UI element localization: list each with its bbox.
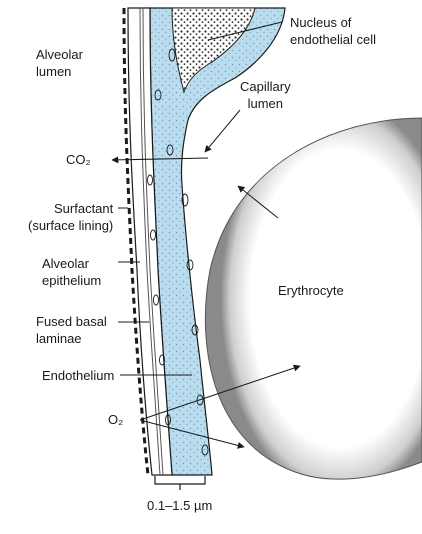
alveolar-lumen-label: Alveolar lumen (36, 46, 83, 80)
capillary-lumen-line-2: lumen (247, 96, 283, 111)
erythrocyte-cell (204, 117, 422, 480)
basal-laminae-line-2: laminae (36, 331, 82, 346)
basal-laminae-line-1: Fused basal (36, 314, 107, 329)
alveolar-epithelium-line-2: epithelium (42, 273, 102, 288)
scale-bracket (154, 476, 206, 490)
alveolar-epithelium-label: Alveolar epithelium (42, 255, 101, 289)
co2-label: CO₂ (66, 152, 91, 167)
endothelium-label: Endothelium (42, 368, 115, 383)
surfactant-label: Surfactant (surface lining) (28, 200, 113, 234)
capillary-lumen-line-1: Capillary (240, 79, 291, 94)
basal-laminae-label: Fused basal laminae (36, 313, 107, 347)
nucleus-label: Nucleus of endothelial cell (290, 14, 376, 48)
surfactant-line-2: (surface lining) (28, 218, 114, 233)
alveolar-epithelium-line-1: Alveolar (42, 256, 89, 271)
surfactant-line-1: Surfactant (54, 201, 114, 216)
nucleus-line-1: Nucleus of (290, 15, 352, 30)
scale-label: 0.1–1.5 µm (147, 498, 213, 513)
nucleus-leader (207, 21, 283, 41)
surfactant-lining (122, 7, 150, 476)
co2-arrow-diagonal (237, 185, 279, 219)
o2-arrow-upper (139, 364, 301, 421)
capillary-lumen-leader (204, 109, 241, 153)
co2-arrow (111, 156, 209, 164)
alveolar-lumen-line-2: lumen (36, 64, 72, 79)
o2-label: O₂ (108, 412, 124, 427)
o2-arrow-lower (139, 419, 245, 449)
capillary-lumen-label: Capillary lumen (240, 78, 291, 112)
nucleus-line-2: endothelial cell (290, 32, 377, 47)
alveolar-lumen-line-1: Alveolar (36, 47, 83, 62)
alveolar-epithelium-layer (127, 7, 209, 476)
erythrocyte-label: Erythrocyte (278, 283, 344, 298)
endothelial-nucleus (171, 7, 256, 94)
